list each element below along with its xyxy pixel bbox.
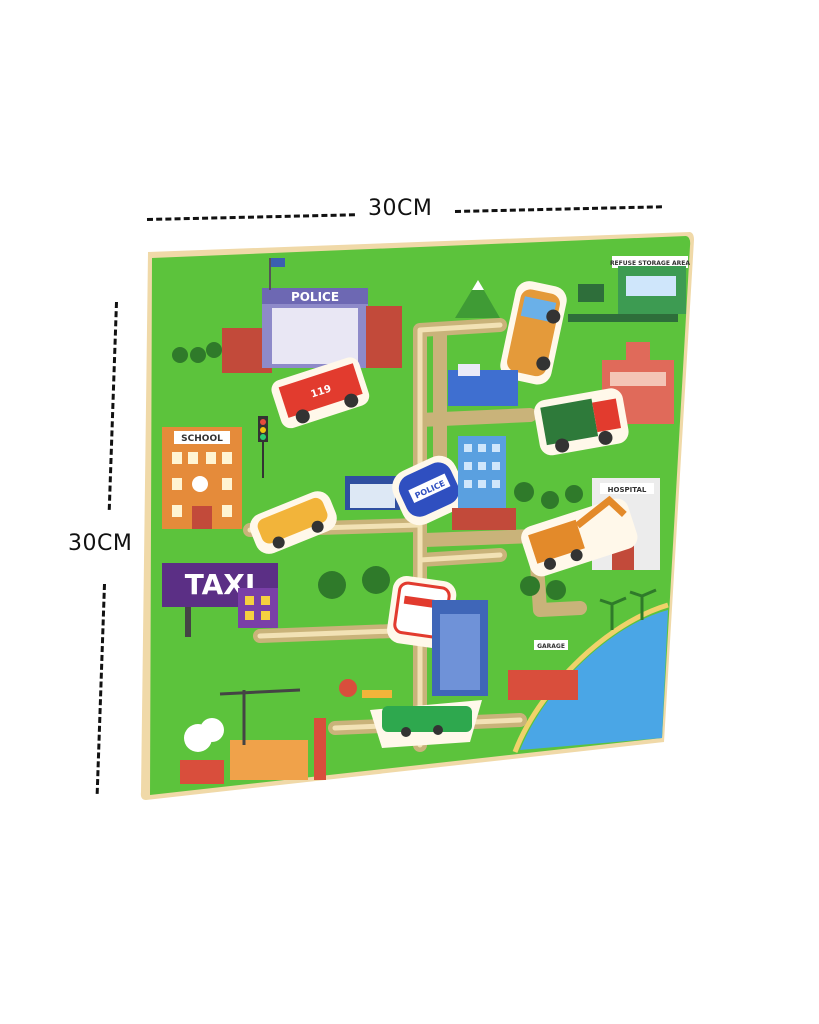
trees-left	[172, 342, 222, 363]
school-building: SCHOOL	[162, 427, 242, 529]
garbage-truck-piece[interactable]	[532, 386, 630, 457]
police-car-piece[interactable]: POLICE	[386, 450, 472, 531]
taxi-sign: TAXI	[162, 563, 278, 637]
hospital-sign-text: HOSPITAL	[608, 486, 647, 494]
fire-truck-piece[interactable]: 119	[269, 355, 372, 431]
police-sign-text: POLICE	[291, 290, 339, 304]
school-sign-text: SCHOOL	[181, 434, 223, 444]
refuse-sign-text: REFUSE STORAGE AREA	[610, 260, 690, 267]
police-station: POLICE	[222, 258, 402, 373]
height-dimension-label: 30CM	[68, 531, 133, 556]
bottom-vehicle-piece[interactable]	[370, 700, 482, 748]
garage-sign-text: GARAGE	[537, 643, 565, 650]
bus-piece[interactable]	[498, 278, 570, 387]
refuse-storage-area: REFUSE STORAGE AREA	[568, 256, 690, 322]
taxi-car-piece[interactable]	[246, 487, 341, 558]
factory	[180, 688, 326, 784]
width-dimension-label: 30CM	[368, 196, 433, 221]
water-area	[520, 610, 668, 750]
excavator-piece[interactable]	[518, 495, 641, 579]
